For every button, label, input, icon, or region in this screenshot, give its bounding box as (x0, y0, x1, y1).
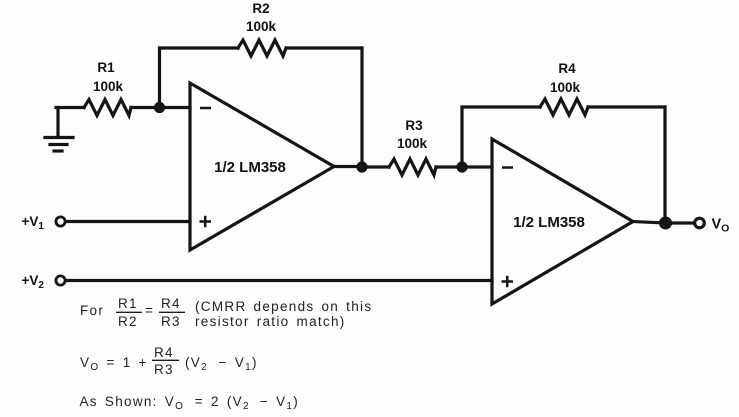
svg-text:100k: 100k (246, 19, 277, 34)
svg-text:resistor ratio match): resistor ratio match) (195, 314, 346, 329)
svg-text:As Shown: VO = 2 (V2 − V1): As Shown: VO = 2 (V2 − V1) (80, 394, 300, 412)
svg-text:100k: 100k (397, 136, 428, 151)
svg-text:R3: R3 (405, 118, 423, 133)
svg-text:VO: VO (712, 217, 730, 235)
svg-text:+V1: +V1 (22, 214, 45, 232)
svg-text:+V2: +V2 (22, 273, 45, 291)
svg-text:(V2 − V1): (V2 − V1) (185, 355, 258, 373)
svg-text:VO = 1 +: VO = 1 + (80, 355, 148, 373)
svg-text:100k: 100k (550, 80, 581, 95)
svg-text:100k: 100k (93, 79, 124, 94)
svg-text:R2: R2 (252, 1, 269, 16)
svg-text:R1: R1 (118, 296, 138, 311)
svg-text:R3: R3 (161, 314, 181, 329)
svg-text:R4: R4 (558, 61, 576, 76)
svg-text:R4: R4 (154, 345, 174, 360)
svg-text:R4: R4 (161, 296, 181, 311)
svg-text:R3: R3 (154, 362, 174, 377)
svg-text:1/2 LM358: 1/2 LM358 (513, 214, 585, 231)
svg-text:R1: R1 (97, 60, 115, 75)
svg-text:=: = (145, 303, 154, 318)
svg-text:For: For (80, 303, 104, 318)
svg-text:(CMRR depends on this: (CMRR depends on this (195, 299, 372, 314)
svg-text:R2: R2 (118, 314, 138, 329)
svg-text:1/2 LM358: 1/2 LM358 (214, 159, 286, 176)
